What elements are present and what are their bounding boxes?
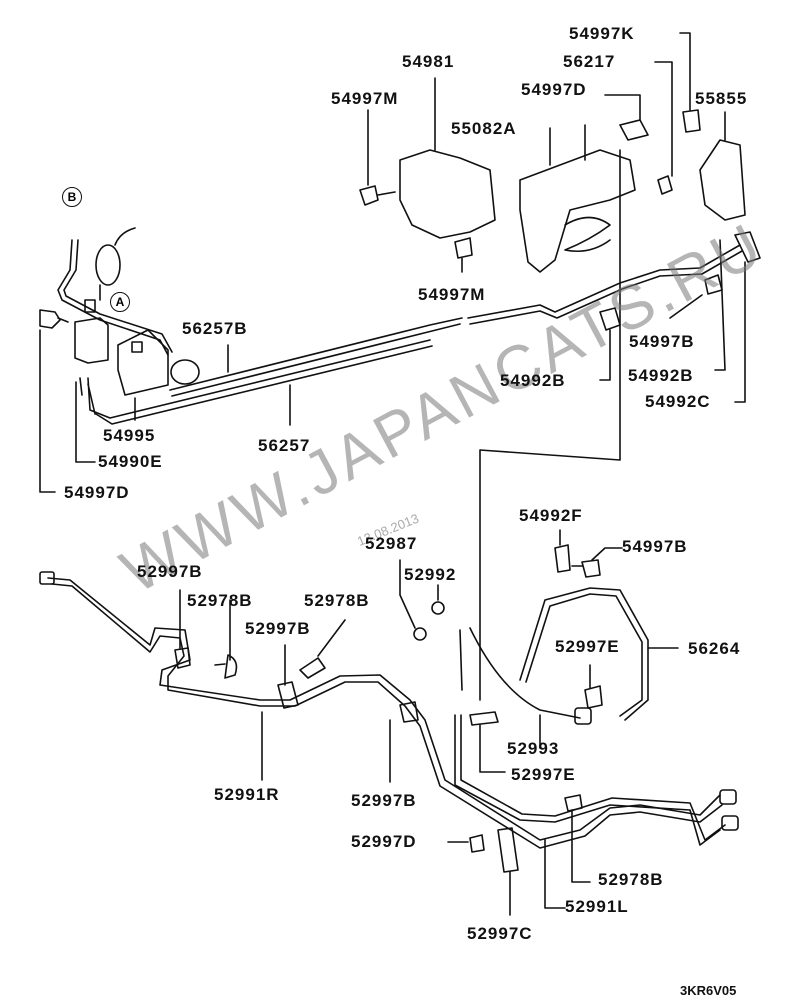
part-label-52987[interactable]: 52987	[365, 534, 418, 553]
reference-marker-a: A	[110, 292, 130, 312]
pipe-52991L	[454, 714, 721, 846]
part-label-54992B-mid[interactable]: 54992B	[500, 371, 566, 390]
clip-52997E	[469, 711, 499, 726]
part-label-52978B-a[interactable]: 52978B	[187, 591, 253, 610]
clip-52997E-a	[584, 685, 603, 709]
part-label-52978B-c[interactable]: 52978B	[598, 870, 664, 889]
pipe-56257-line	[95, 345, 433, 425]
part-label-52997B-b[interactable]: 52997B	[245, 619, 311, 638]
valve-54990E	[74, 317, 109, 364]
nut-52987	[413, 627, 427, 641]
part-label-55082A[interactable]: 55082A	[451, 119, 517, 138]
bolt-52978B-c	[564, 794, 583, 812]
part-label-54997M-mid[interactable]: 54997M	[418, 285, 486, 304]
bolt-54997D-left	[39, 309, 69, 329]
part-label-54981[interactable]: 54981	[402, 52, 455, 71]
clip-52997B-b	[277, 681, 299, 709]
pipe-coil-upper	[95, 244, 121, 286]
bolt-52978B-b	[299, 657, 326, 679]
bracket-54995	[117, 329, 169, 396]
part-label-52997B-a[interactable]: 52997B	[137, 562, 203, 581]
reference-marker-b: B	[62, 187, 82, 207]
part-label-56257[interactable]: 56257	[258, 436, 311, 455]
pipe-52991R	[47, 577, 721, 841]
bolt-52978B-a	[214, 654, 238, 679]
part-label-54997D-top[interactable]: 54997D	[521, 80, 587, 99]
bracket-54981	[399, 149, 496, 239]
part-label-56217[interactable]: 56217	[563, 52, 616, 71]
pipe-56257	[87, 339, 431, 419]
clip-52997C	[497, 827, 519, 873]
part-label-52978B-b[interactable]: 52978B	[304, 591, 370, 610]
part-label-56257B[interactable]: 56257B	[182, 319, 248, 338]
pipe-coil-lower	[170, 359, 200, 385]
pipe-56257B-inner	[171, 250, 743, 397]
clip-54992F	[554, 544, 571, 573]
valve-55082A	[519, 149, 636, 273]
part-label-54992B-right[interactable]: 54992B	[628, 366, 694, 385]
part-label-54997B-top[interactable]: 54997B	[629, 332, 695, 351]
part-label-55855[interactable]: 55855	[695, 89, 748, 108]
clip-52997B-c	[399, 701, 419, 723]
part-label-52997B-c[interactable]: 52997B	[351, 791, 417, 810]
part-label-54997M-top[interactable]: 54997M	[331, 89, 399, 108]
part-label-54992C[interactable]: 54992C	[645, 392, 711, 411]
clip-52997B-a	[174, 647, 191, 669]
part-label-52993[interactable]: 52993	[507, 739, 560, 758]
part-label-54997D-left[interactable]: 54997D	[64, 483, 130, 502]
bracket-55855	[699, 139, 746, 221]
part-label-54997B-low[interactable]: 54997B	[622, 537, 688, 556]
part-label-52997E-a[interactable]: 52997E	[555, 637, 620, 656]
bolt-54997B-low	[571, 559, 601, 578]
part-label-56264[interactable]: 56264	[688, 639, 741, 658]
part-label-54990E[interactable]: 54990E	[98, 452, 163, 471]
part-label-52991L[interactable]: 52991L	[565, 897, 629, 916]
part-label-54992F[interactable]: 54992F	[519, 506, 583, 525]
part-label-54995[interactable]: 54995	[103, 426, 156, 445]
part-label-54997K[interactable]: 54997K	[569, 24, 635, 43]
part-label-52997D[interactable]: 52997D	[351, 832, 417, 851]
part-label-52991R[interactable]: 52991R	[214, 785, 280, 804]
part-label-52992[interactable]: 52992	[404, 565, 457, 584]
hose-52993	[459, 627, 581, 719]
part-label-52997C[interactable]: 52997C	[467, 924, 533, 943]
pipe-56264	[519, 587, 649, 721]
diagram-code: 3KR6V05	[680, 983, 737, 998]
part-label-52997E-b[interactable]: 52997E	[511, 765, 576, 784]
clip-52997D	[469, 834, 485, 853]
nut-52992	[431, 601, 445, 615]
